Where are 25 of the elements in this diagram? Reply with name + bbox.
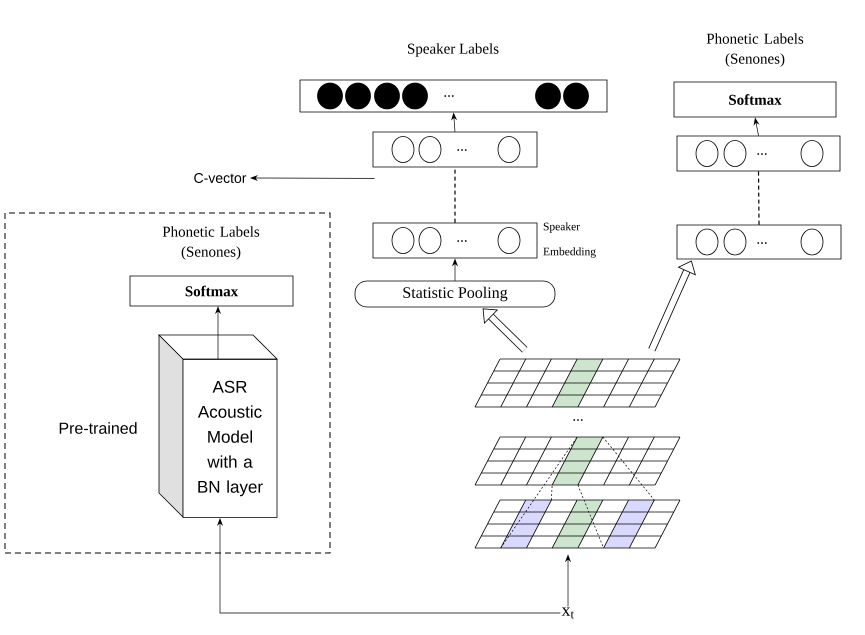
- neuron-layer: ...: [676, 136, 840, 172]
- neuron-layer: ...: [372, 222, 538, 258]
- softmax-box: Softmax: [130, 276, 294, 306]
- dashed-line: [454, 167, 456, 223]
- feature-grid-drawing: [474, 436, 680, 486]
- pooling-box: Statistic Pooling: [354, 280, 556, 308]
- dashed-line: [758, 171, 760, 225]
- output-label: C-vector: [194, 173, 246, 183]
- neuron-layer: ...: [372, 132, 538, 168]
- softmax-box: Softmax: [674, 82, 836, 118]
- feature-grid-drawing: [474, 500, 680, 548]
- block-arrow: [482, 308, 528, 353]
- layer-heading: Speaker Labels: [408, 43, 498, 57]
- neuron-layer: ...: [300, 80, 608, 112]
- neuron-layer: ...: [676, 224, 842, 260]
- layer-heading: Phonetic Labels (Senones): [162, 226, 260, 260]
- dashed-line: [578, 484, 604, 548]
- ellipsis-label: ...: [573, 419, 583, 421]
- feature-grid-drawing: [474, 358, 680, 408]
- layer-caption: Speaker Embedding: [543, 222, 596, 258]
- input-label: x$_{t}$: [562, 608, 574, 618]
- dashed-line: [551, 484, 552, 500]
- dashed-line: [500, 436, 578, 548]
- dashed-line: [602, 436, 655, 500]
- layer-heading: Phonetic Labels (Senones): [706, 33, 804, 67]
